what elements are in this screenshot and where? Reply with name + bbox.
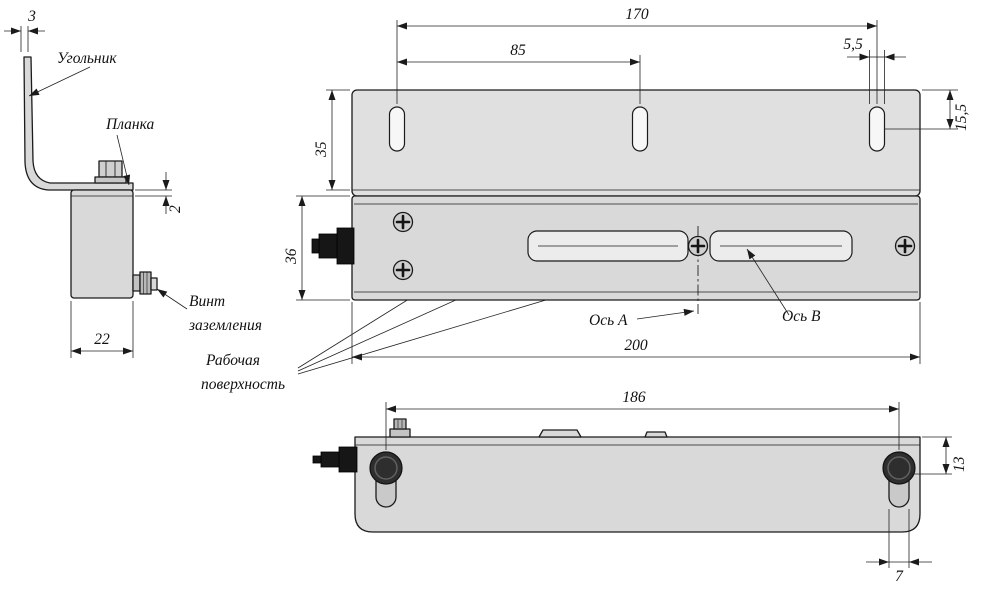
- leader-line: [116, 134, 131, 186]
- flange-slot-left: [388, 106, 406, 152]
- dim-text-85: 85: [510, 42, 526, 59]
- dimension-slot-width: 5,5: [843, 36, 906, 104]
- label-angle-bracket: Угольник: [57, 50, 117, 67]
- flange-slot-right: [868, 106, 886, 152]
- cable-connector: [311, 227, 355, 265]
- dim-text-186: 186: [622, 389, 646, 406]
- view-top-lock: 186 13 7: [312, 389, 968, 585]
- body-outline: [354, 436, 921, 533]
- angle-bracket-shape: [23, 56, 134, 191]
- ground-screw-stub: [150, 277, 158, 291]
- dim-text-36: 36: [283, 248, 300, 265]
- label-working-surface-line2: поверхность: [201, 376, 285, 393]
- callout-angle-bracket: Угольник: [28, 50, 117, 97]
- dimension-body-height: 36: [283, 195, 350, 301]
- ground-screw-head: [139, 271, 152, 295]
- dimension-slot-vertical-offset: 15,5: [884, 89, 970, 131]
- dim-text-35: 35: [313, 141, 330, 158]
- screw-cross: [392, 259, 414, 281]
- dimension-bolts-span: 186: [385, 389, 900, 450]
- dimension-bracket-thickness: 3: [4, 8, 45, 52]
- view-side-bracket-plate: 3 2 22 Угольник Планка Винт зазем: [4, 8, 590, 393]
- dimension-flange-height: 35: [313, 89, 350, 191]
- mount-bolt-left: [369, 451, 403, 485]
- label-axis-a: Ось А: [589, 312, 628, 329]
- ground-screw-top: [389, 418, 411, 438]
- callout-axis-a: Ось А: [589, 308, 695, 329]
- cable-connector: [312, 446, 358, 473]
- screw-cross: [687, 235, 709, 257]
- callout-ground-screw: Винт заземления: [156, 288, 262, 334]
- dimension-bolt-vertical-offset: 13: [911, 436, 968, 475]
- leader-line: [156, 288, 188, 310]
- leader-line: [297, 290, 577, 375]
- label-plate: Планка: [105, 116, 154, 133]
- dim-text-3: 3: [27, 8, 36, 25]
- dimension-groove-width: 7: [866, 509, 932, 585]
- label-working-surface-line1: Рабочая: [205, 352, 260, 369]
- mount-bolt-right: [882, 451, 916, 485]
- dimension-middle-slot-span: 85: [397, 42, 641, 104]
- flange-slot-middle: [631, 106, 649, 152]
- dim-text-7: 7: [895, 568, 904, 585]
- leader-line: [746, 248, 790, 316]
- dim-text-13: 13: [951, 456, 968, 472]
- ground-screw-washer: [132, 274, 141, 292]
- bolt-washer: [94, 176, 127, 184]
- dimension-body-length: 200: [351, 302, 921, 364]
- dim-text-2: 2: [167, 205, 184, 213]
- label-ground-screw-line1: Винт: [189, 293, 225, 310]
- bolt-head: [98, 160, 123, 178]
- plate-shape: [70, 189, 134, 299]
- leader-line: [28, 66, 91, 97]
- dim-text-200: 200: [624, 337, 648, 354]
- top-bump-large: [538, 429, 582, 438]
- callout-plate: Планка: [105, 116, 154, 186]
- dim-text-170: 170: [625, 6, 649, 23]
- screw-cross: [894, 235, 916, 257]
- dimension-outer-slots-span: 170: [396, 6, 878, 104]
- label-axis-b: Ось В: [782, 308, 821, 325]
- top-bump-small: [644, 431, 668, 438]
- dim-text-5-5: 5,5: [843, 36, 863, 53]
- callout-axis-b: Ось В: [746, 248, 821, 325]
- dimension-plate-step: 2: [135, 172, 184, 214]
- screw-cross: [392, 211, 414, 233]
- dim-text-15-5: 15,5: [953, 104, 970, 131]
- dim-text-22: 22: [94, 331, 110, 348]
- label-ground-screw-line2: заземления: [188, 317, 262, 334]
- leader-line: [636, 308, 695, 320]
- dimension-bracket-depth: 22: [70, 301, 134, 358]
- view-front-lock: 170 85 5,5 15,5 35: [283, 6, 970, 364]
